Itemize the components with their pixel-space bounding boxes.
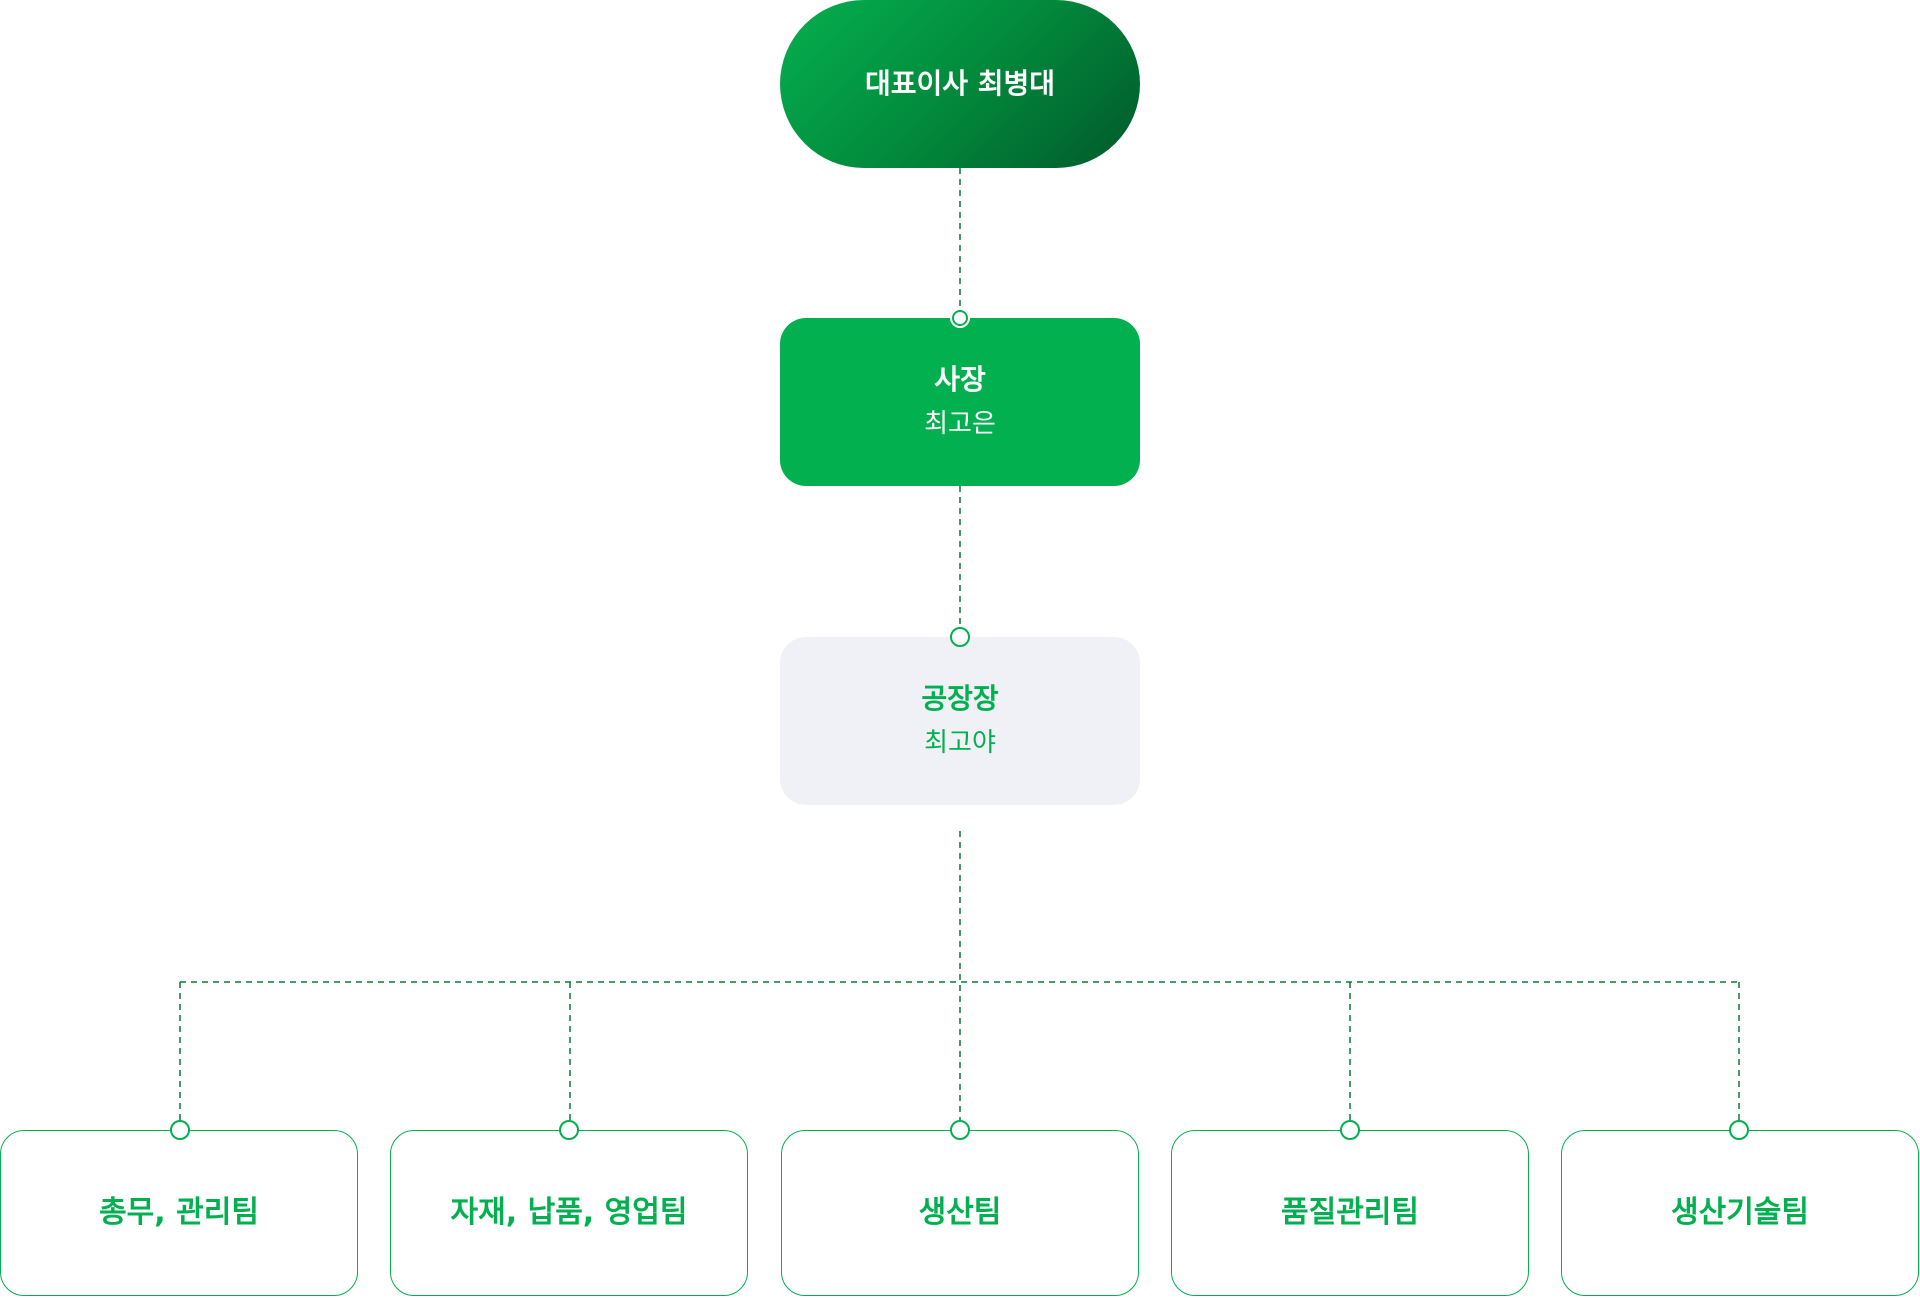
team-node: 자재, 납품, 영업팀 (390, 1130, 748, 1296)
plant-manager-role: 공장장 (921, 682, 999, 715)
president-name: 최고은 (924, 409, 996, 439)
plant-manager-node: 공장장 최고야 (780, 637, 1140, 805)
team-node: 품질관리팀 (1171, 1130, 1529, 1296)
team-label: 품질관리팀 (1281, 1195, 1419, 1230)
team-node: 총무, 관리팀 (0, 1130, 358, 1296)
connector-dot (1340, 1120, 1360, 1140)
team-node: 생산팀 (781, 1130, 1139, 1296)
connector-dot (950, 1120, 970, 1140)
connector-dot (559, 1120, 579, 1140)
team-label: 총무, 관리팀 (99, 1195, 259, 1230)
plant-manager-name: 최고야 (924, 728, 996, 758)
president-node: 사장 최고은 (780, 318, 1140, 486)
connector-dot (1729, 1120, 1749, 1140)
team-label: 자재, 납품, 영업팀 (450, 1195, 688, 1230)
ceo-node: 대표이사 최병대 (780, 0, 1140, 168)
connector-dot (170, 1120, 190, 1140)
team-label: 생산기술팀 (1671, 1195, 1809, 1230)
connector-dot (950, 308, 970, 328)
team-label: 생산팀 (918, 1195, 1002, 1230)
team-node: 생산기술팀 (1561, 1130, 1919, 1296)
connector-dot (950, 627, 970, 647)
president-role: 사장 (934, 363, 986, 396)
ceo-title: 대표이사 최병대 (864, 67, 1056, 100)
